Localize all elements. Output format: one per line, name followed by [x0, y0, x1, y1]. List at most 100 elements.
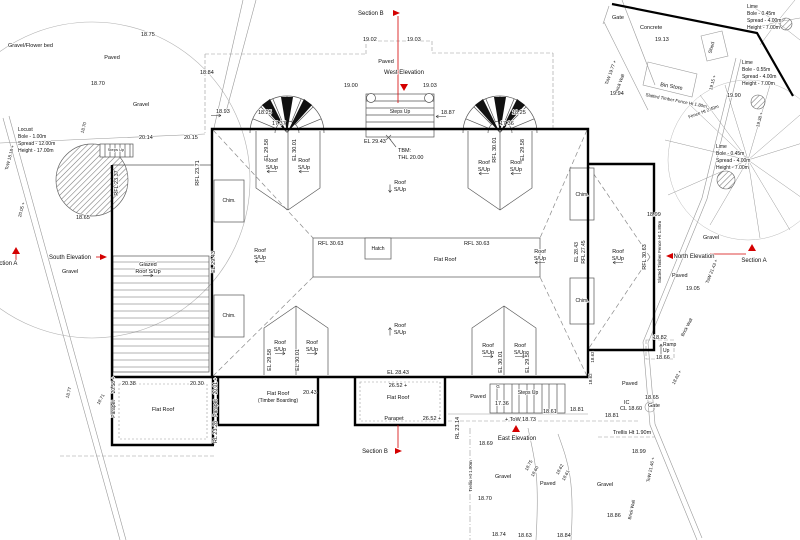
- spot-1861: 18.61: [543, 409, 557, 415]
- south-elevation-label: South Elevation: [49, 255, 91, 261]
- spot-1913: 19.13: [655, 37, 669, 43]
- spot-1865: 18.65: [76, 215, 90, 221]
- locust-bole: Bole - 1.00m: [18, 134, 46, 140]
- tow-1977: ToW 19.77 +: [604, 59, 618, 85]
- roof-sup-tl-l1: Roof: [266, 158, 278, 164]
- tow-2143: ToW 21.43 +: [705, 258, 719, 284]
- tree-branches-topright: [749, 0, 800, 46]
- bay-window-fan-right: [462, 95, 538, 134]
- paved-er-label: Paved: [622, 381, 638, 387]
- roof-sup-tl-l2-arrow: [266, 169, 277, 174]
- rot-1862: 18.62: [555, 463, 565, 476]
- chim-c: Chim.: [575, 192, 588, 198]
- parapet-flat-roof-wall: [353, 377, 447, 427]
- glazed-2: Roof S/Up: [135, 269, 160, 275]
- roof-sup-cl-2-arrow: [254, 259, 265, 264]
- roof-sup-wing-2: S/Up: [612, 256, 624, 262]
- spot-1902: 19.02: [363, 37, 377, 43]
- spot-1736-a: 17.36: [500, 121, 514, 127]
- chim-b: Chim.: [222, 313, 235, 319]
- paved-topleft-label: Paved: [104, 55, 120, 61]
- lime2-name: Lime: [742, 60, 753, 66]
- steps-up-left-label: Steps Up: [108, 147, 125, 152]
- roof-sup-bl-l1: Roof: [274, 340, 286, 346]
- v-parapet-a: Parapet: [111, 400, 117, 418]
- up-label: Up: [663, 348, 670, 354]
- spot-1899-b: 18.99: [632, 449, 646, 455]
- v-trellis: Trellis Ht 1.90m: [468, 460, 473, 492]
- locust-height: Height - 17.00m: [18, 148, 54, 154]
- roof-sup-tl-r1: Roof: [298, 158, 310, 164]
- spot-1737: 17.37: [272, 121, 286, 127]
- bay-window-fan-left: [249, 95, 325, 134]
- roof-sup-tr-l2: S/Up: [478, 167, 490, 173]
- north-elevation-arrow: [666, 253, 673, 259]
- lime1-name: Lime: [747, 4, 758, 10]
- spot-1825-b: 18.25: [512, 110, 526, 116]
- step-post-right: [424, 93, 434, 103]
- ch-box-b: [213, 294, 245, 338]
- spot-1875: 18.75: [141, 32, 155, 38]
- flat-roof-center: Flat Roof: [434, 257, 457, 263]
- hatch-label: Hatch: [371, 246, 384, 252]
- roof-sup-rm-2-arrow: [534, 260, 545, 265]
- paved-b-label: Paved: [540, 481, 556, 487]
- spot-1900: 19.00: [344, 83, 358, 89]
- ic-label: IC: [624, 400, 630, 406]
- shed-label: Shed: [708, 41, 717, 54]
- section-b-top-label: Section B: [358, 11, 384, 17]
- glazed-roof-area: [112, 255, 210, 373]
- tree-trunk-lime-2: [750, 94, 766, 110]
- lime2-spread: Spread - 4.00m: [742, 74, 776, 80]
- paved-se-label: Paved: [470, 394, 486, 400]
- section-a-left-arrow: [12, 247, 20, 254]
- site-wall-topright: [611, 2, 794, 97]
- v-rl2328: RL 23.28: [213, 421, 219, 443]
- ramp-label: Ramp: [663, 342, 677, 348]
- labels-layer: Gravel/Flower bed18.75Paved18.7018.84Gra…: [0, 3, 782, 539]
- main-block-wall: [210, 127, 590, 379]
- spot-2030: 20.30: [190, 381, 204, 387]
- east-steps: [489, 383, 566, 414]
- v-rfl2745: RFL 27.45: [581, 240, 587, 263]
- v-rfl2337: RFL 23.37: [114, 170, 120, 195]
- rot-1861: 18.61: [561, 469, 571, 482]
- timber-flat-roof-wall: [216, 377, 320, 427]
- east-wing-wall: [588, 162, 656, 352]
- roof-sup-bl-r2-arrow: [307, 351, 318, 356]
- section-b-bottom-label: Section B: [362, 449, 388, 455]
- lime1-height: Height - 7.00m: [747, 25, 780, 31]
- roof-sup-bl-l2: S/Up: [274, 347, 286, 353]
- chim-a: Chim.: [222, 198, 235, 204]
- trellis-h-label: Trellis Ht 1.90m: [613, 430, 652, 436]
- spot-1881-b: 18.81: [605, 413, 619, 419]
- west-elevation-arrow: [400, 84, 408, 91]
- roof-sup-tl-r2: S/Up: [298, 165, 310, 171]
- tree-trunk-lime-3: [716, 170, 736, 190]
- roof-sup-rm-2: S/Up: [534, 256, 546, 262]
- v-1863: 18.63: [590, 351, 595, 363]
- brickwall-b: Brick Wall: [627, 499, 636, 519]
- tbm-line2: THL 20.00: [398, 155, 423, 161]
- glazed-2-arrow: [143, 273, 154, 278]
- roof-sup-cb-2-arrow: [388, 327, 392, 336]
- roof-sup-cl-1: Roof: [254, 248, 266, 254]
- spot-1994: 19.94: [610, 91, 624, 97]
- v-el2958-b: EL 29.58: [520, 139, 526, 161]
- roof-sup-bl-r1: Roof: [306, 340, 318, 346]
- east-elevation-label: East Elevation: [498, 436, 536, 442]
- el-2843-b: EL 28.43: [387, 370, 409, 376]
- west-elevation-label: West Elevation: [384, 70, 424, 76]
- steps-up-east-label: Steps Up: [518, 390, 539, 396]
- v-rfl2371: RFL 23.71: [195, 160, 201, 185]
- v-el3001-a: EL 30.01: [292, 139, 298, 161]
- tree-trunk-lime-1: [779, 17, 793, 31]
- roof-sup-tr-l1: Roof: [478, 160, 490, 166]
- central-flat-roof: [312, 237, 541, 278]
- dashed-lines: [60, 40, 675, 540]
- section-a-right-label: Section A: [741, 258, 766, 264]
- spot-1915: 19.15 +: [708, 74, 717, 90]
- spot-1882-r: 18.82: [653, 335, 667, 341]
- north-elevation-label: North Elevation: [673, 254, 714, 260]
